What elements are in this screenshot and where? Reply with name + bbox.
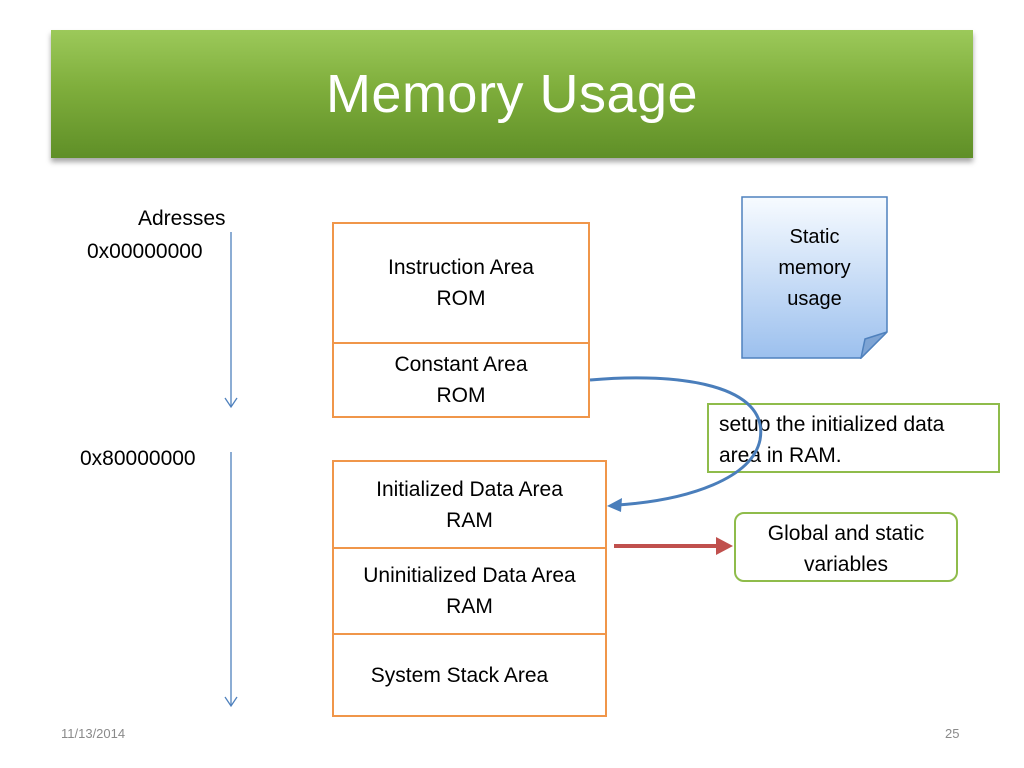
- rom-memory-block: Instruction Area ROM Constant Area ROM: [332, 222, 590, 418]
- title-banner: Memory Usage: [51, 30, 973, 158]
- note-line-3: usage: [787, 288, 842, 310]
- note-line-2: memory: [778, 257, 851, 279]
- static-memory-note-text: Static memory usage: [741, 222, 888, 315]
- constant-area: Constant Area ROM: [334, 344, 588, 416]
- slide-title: Memory Usage: [325, 64, 699, 124]
- note-line-1: Static: [789, 226, 840, 248]
- uninitialized-data-area: Uninitialized Data Area RAM: [334, 549, 605, 635]
- constant-area-type: ROM: [436, 384, 486, 407]
- initialized-data-area-label: Initialized Data Area: [376, 477, 563, 501]
- addresses-label: Adresses: [138, 207, 226, 230]
- instruction-area-label: Instruction Area: [388, 256, 534, 279]
- instruction-area: Instruction Area ROM: [334, 224, 588, 344]
- uninitialized-data-area-label: Uninitialized Data Area: [363, 564, 576, 587]
- setup-callout-line-1: setup the initialized data: [719, 413, 945, 436]
- address-ram-label: 0x80000000: [80, 447, 196, 470]
- initialized-data-area: Initialized Data Area RAM: [334, 462, 605, 549]
- uninitialized-data-area-type: RAM: [446, 595, 493, 618]
- global-static-variables-callout: Global and static variables: [734, 512, 958, 582]
- system-stack-area-label: System Stack Area: [370, 663, 549, 687]
- ram-memory-block: Initialized Data Area RAM Uninitialized …: [332, 460, 607, 717]
- footer-date: 11/13/2014: [61, 726, 126, 741]
- note-shape: [741, 196, 888, 359]
- rom-address-arrow: [224, 232, 238, 409]
- static-memory-note: Static memory usage: [741, 196, 888, 359]
- ram-address-arrow: [224, 452, 238, 708]
- constant-area-label: Constant Area: [394, 353, 528, 376]
- footer-page-number: 25: [945, 726, 960, 741]
- globals-arrow: [614, 537, 733, 555]
- globals-callout-line-2: variables: [803, 553, 889, 576]
- system-stack-area: System Stack Area: [334, 635, 605, 715]
- globals-callout-line-1: Global and static: [767, 522, 925, 545]
- initialized-data-area-type: RAM: [446, 508, 493, 532]
- setup-copy-arrow: [589, 376, 763, 512]
- instruction-area-type: ROM: [436, 287, 486, 310]
- address-start-label: 0x00000000: [87, 240, 203, 263]
